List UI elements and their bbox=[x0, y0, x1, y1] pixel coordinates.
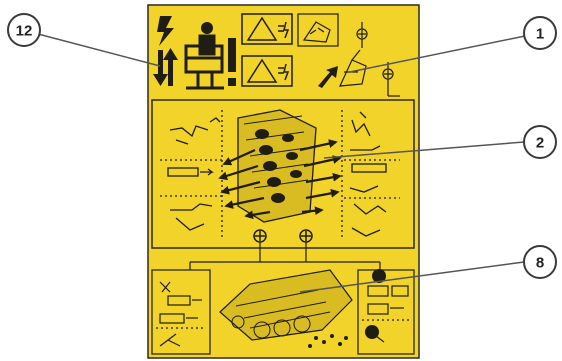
leader-line-12 bbox=[38, 34, 160, 66]
exclamation-icon bbox=[228, 38, 236, 86]
callout-12-label: 12 bbox=[16, 23, 33, 40]
callout-1-label: 1 bbox=[536, 26, 544, 43]
callout-8-label: 8 bbox=[536, 255, 544, 272]
callout-2-label: 2 bbox=[536, 135, 544, 152]
